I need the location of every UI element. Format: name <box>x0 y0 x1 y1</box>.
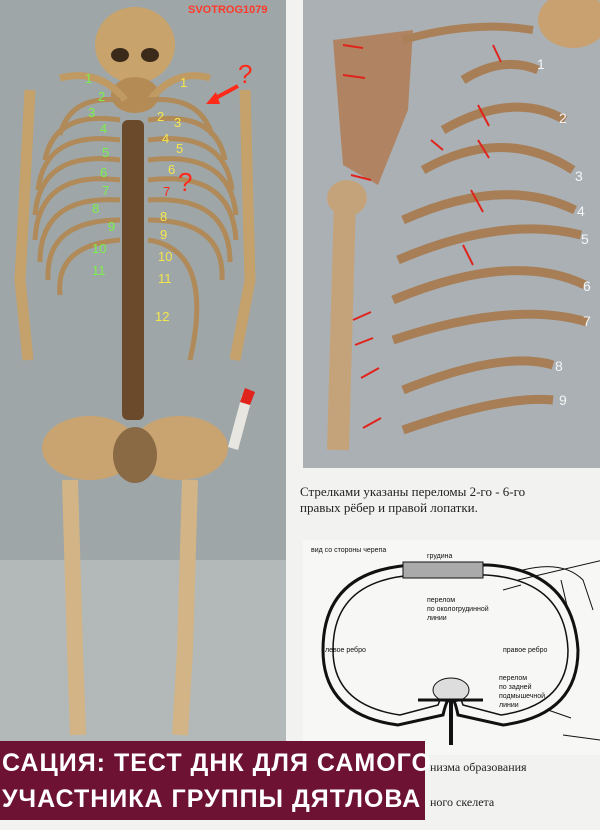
closeup-rib-number: 2 <box>559 110 567 126</box>
spine <box>122 120 144 420</box>
ribcage-diagram: вид со стороны черепа грудина перелом по… <box>303 540 600 755</box>
closeup-rib-number: 9 <box>559 392 567 408</box>
skeleton-photo: SVOTROG1079 ? ? 1 2 3 4 5 6 7 8 9 10 11 … <box>0 0 286 820</box>
skeleton-drawing <box>0 0 286 820</box>
partial-text: низма образования ного скелета <box>430 760 590 830</box>
left-rib-label: 2 <box>98 89 106 104</box>
diagram-fracture2-label: линии <box>499 702 519 709</box>
right-rib-label: 3 <box>174 115 182 130</box>
ribs-closeup-photo: 1 2 3 4 5 6 7 8 9 <box>303 0 600 468</box>
left-rib-label: 11 <box>92 263 106 278</box>
left-rib-label: 7 <box>102 183 110 198</box>
closeup-rib-number: 1 <box>537 56 545 72</box>
closeup-rib-number: 6 <box>583 278 591 294</box>
right-rib-label: 6 <box>168 162 176 177</box>
right-rib-label: 2 <box>157 109 165 124</box>
left-rib-label: 8 <box>92 201 100 216</box>
right-rib-label: 12 <box>155 309 170 324</box>
watermark: SVOTROG1079 <box>188 4 268 16</box>
question-mark: ? <box>178 167 193 197</box>
closeup-rib-number: 8 <box>555 358 563 374</box>
right-rib-label: 8 <box>160 209 168 224</box>
diagram-left-rib-label: левое ребро <box>325 646 366 654</box>
right-rib-label: 10 <box>158 249 173 264</box>
left-rib-label: 6 <box>100 165 108 180</box>
banner-headline-line2: УЧАСТНИКА ГРУППЫ ДЯТЛОВА <box>2 785 422 813</box>
banner-headline-line1: САЦИЯ: ТЕСТ ДНК ДЛЯ САМОГО <box>2 749 432 777</box>
diagram-sternum-label: грудина <box>427 553 452 560</box>
closeup-rib-number: 3 <box>575 168 583 184</box>
diagram-right-rib-label: правое ребро <box>503 646 548 654</box>
closeup-rib-number: 5 <box>581 231 589 247</box>
closeup-rib-number: 7 <box>583 313 591 329</box>
left-rib-label: 1 <box>85 71 93 86</box>
diagram-fracture1-label: перелом <box>427 597 455 604</box>
left-rib-label: 10 <box>92 241 107 256</box>
right-ribs <box>147 96 239 361</box>
closeup-rib-number: 4 <box>577 203 585 219</box>
right-rib-label: 1 <box>180 75 188 90</box>
news-banner: САЦИЯ: ТЕСТ ДНК ДЛЯ САМОГО УЧАСТНИКА ГРУ… <box>0 741 431 820</box>
figure-caption: Стрелками указаны переломы 2-го - 6-го п… <box>300 484 595 516</box>
caption-line: Стрелками указаны переломы 2-го - 6-го <box>300 484 526 499</box>
diagram-fracture1-label: линии <box>427 615 447 622</box>
diagram-fracture1-label: по окологрудинной <box>427 605 489 613</box>
right-rib-label: 9 <box>160 227 168 242</box>
partial-text-line: ного скелета <box>430 795 495 809</box>
fracture-arrows <box>342 44 502 429</box>
right-rib-label: 4 <box>162 131 170 146</box>
partial-text-line: низма образования <box>430 760 527 774</box>
left-rib-label: 9 <box>108 219 116 234</box>
diagram-fracture2-label: подмышечной <box>499 692 545 700</box>
right-rib-label: 11 <box>158 271 172 286</box>
right-rib-label: 7 <box>163 184 171 199</box>
caption-line: правых рёбер и правой лопатки. <box>300 500 478 515</box>
left-rib-label: 5 <box>102 145 110 160</box>
closeup-ribs <box>391 59 589 435</box>
left-rib-label: 4 <box>100 121 108 136</box>
left-rib-label: 3 <box>88 105 96 120</box>
diagram-fracture2-label: по задней <box>499 683 532 691</box>
right-rib-label: 5 <box>176 141 184 156</box>
ribcage-diagram-drawing: вид со стороны черепа грудина перелом по… <box>303 540 600 755</box>
diagram-fracture2-label: перелом <box>499 675 527 682</box>
left-ribs <box>32 96 121 296</box>
diagram-view-label: вид со стороны черепа <box>311 547 386 554</box>
ribs-closeup-drawing <box>303 0 600 468</box>
question-mark: ? <box>238 59 253 89</box>
